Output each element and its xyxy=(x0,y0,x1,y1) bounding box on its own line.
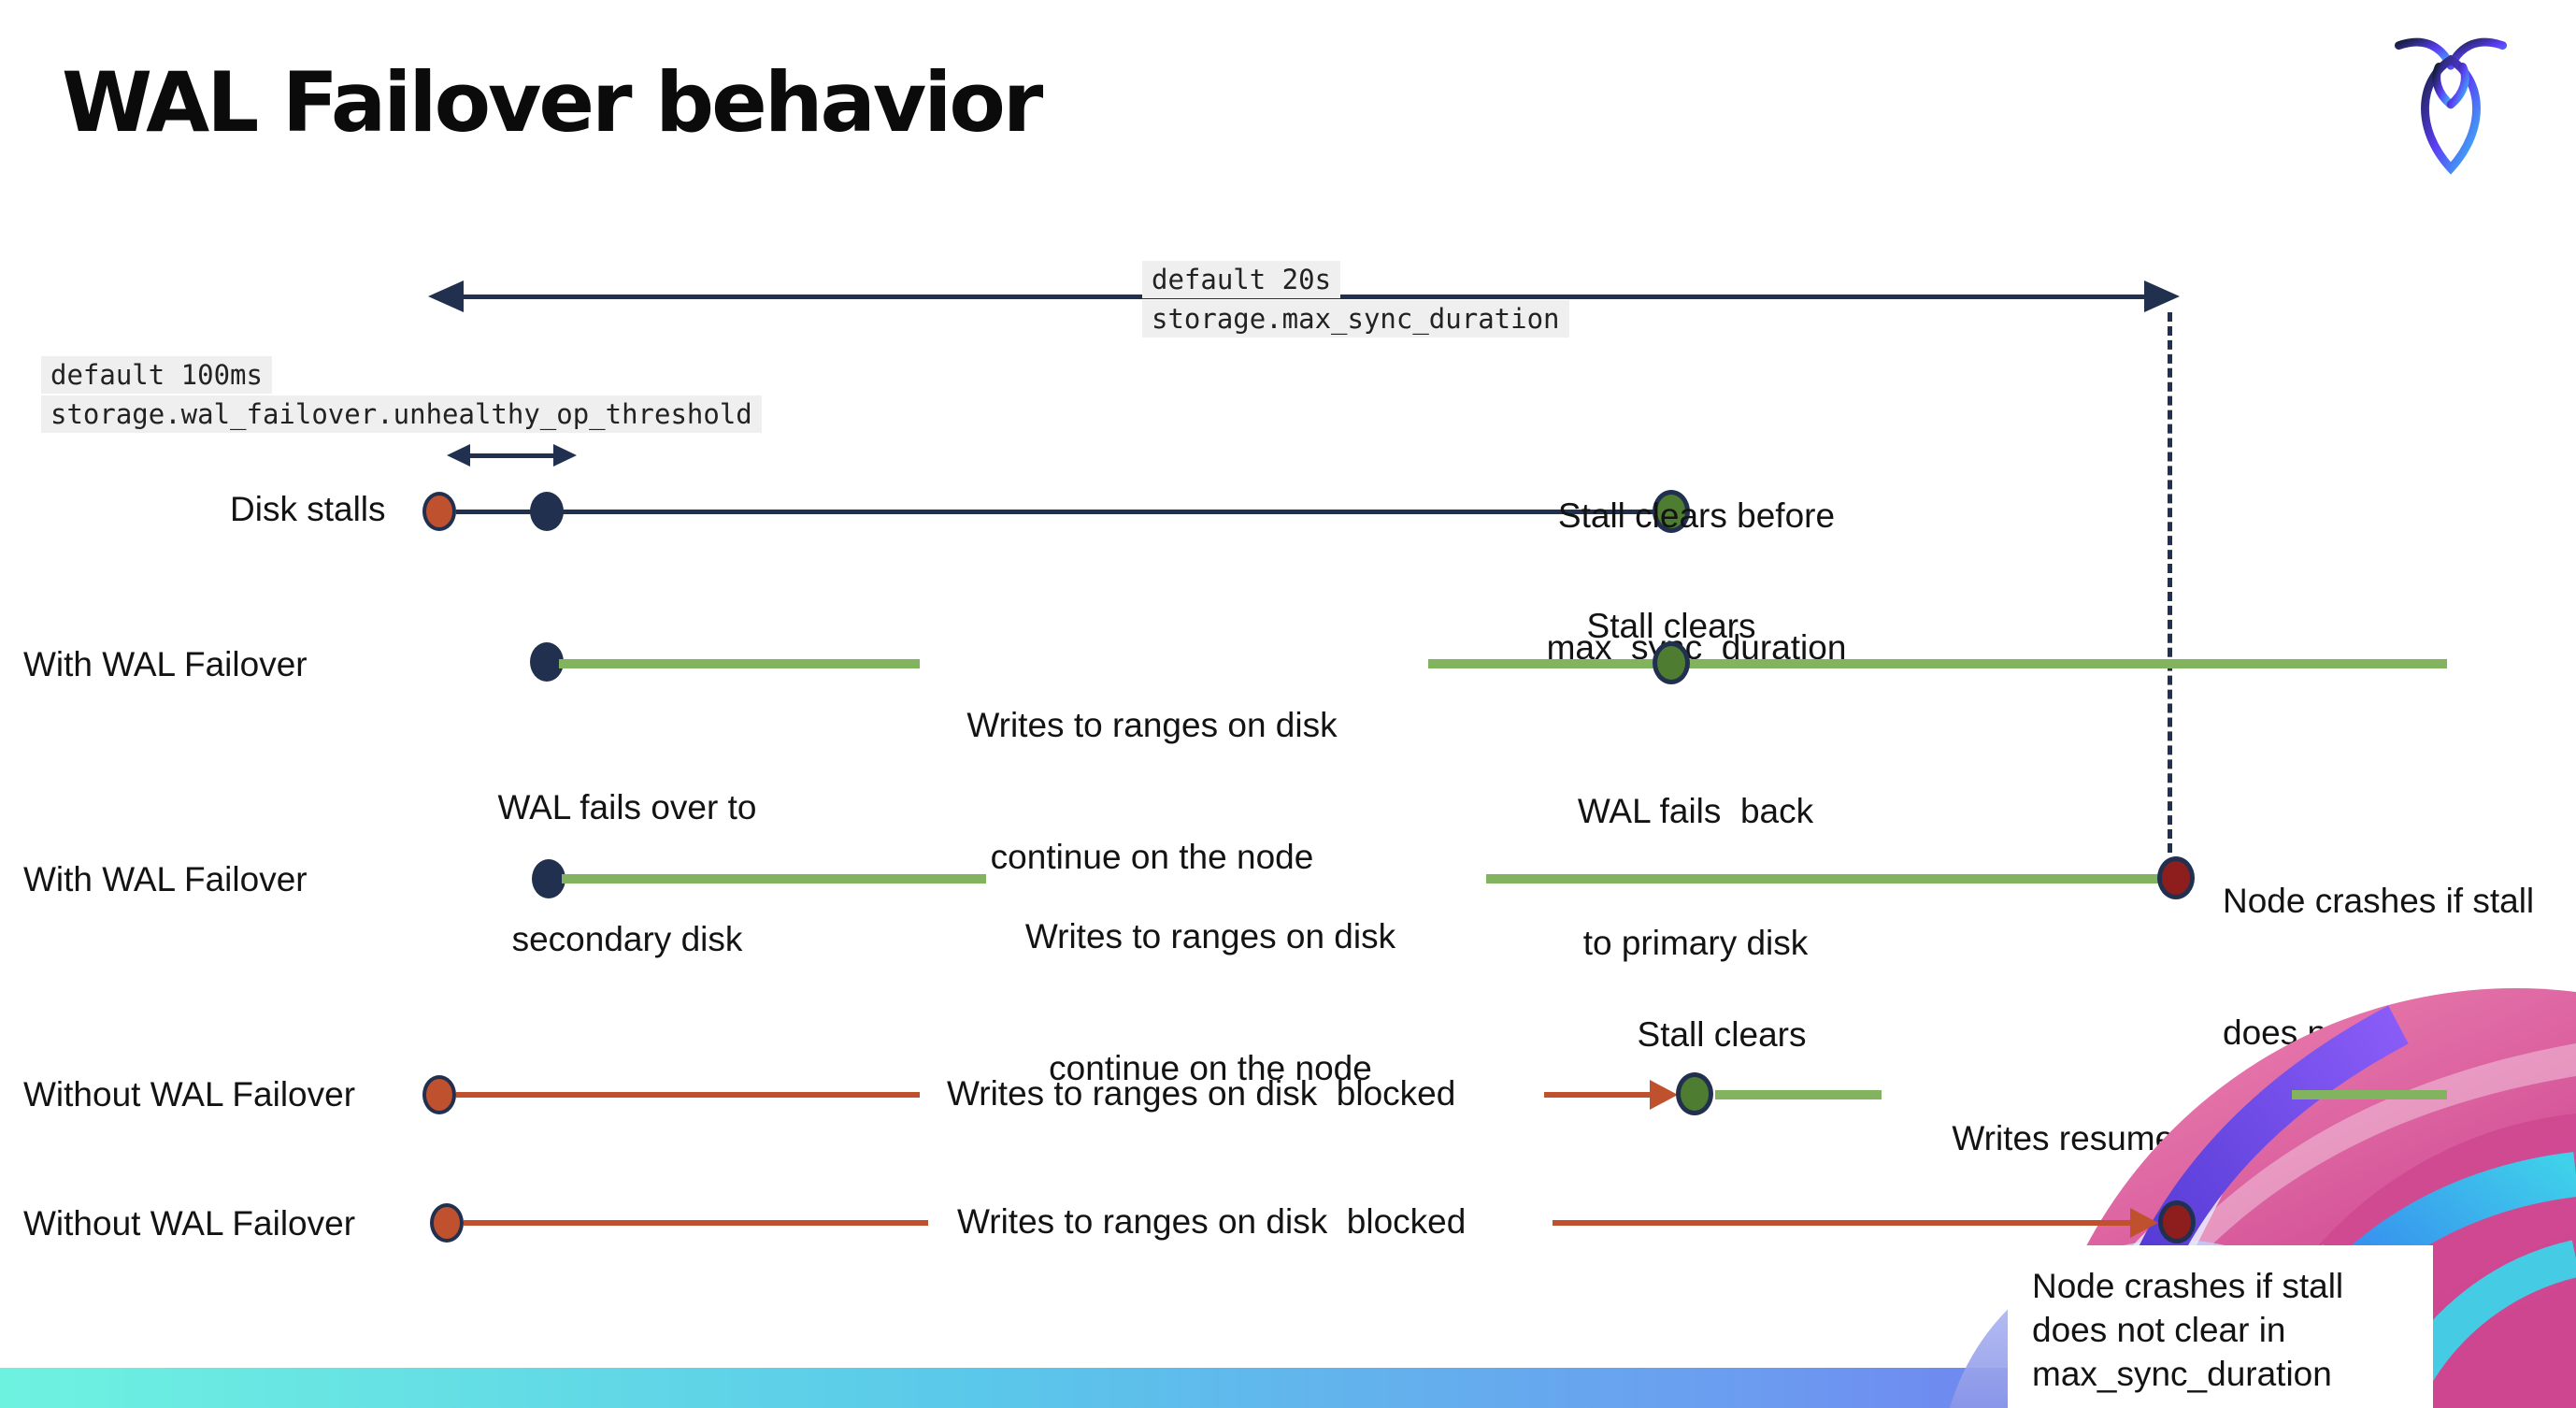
disk-stall-timeline xyxy=(456,510,1671,514)
row-label-without-wal-failover: Without WAL Failover xyxy=(23,1204,356,1243)
writes-blocked-line xyxy=(1544,1092,1658,1098)
writes-blocked-note: Writes to ranges on disk blocked xyxy=(947,1074,1456,1113)
writes-resume-line xyxy=(2292,1090,2447,1099)
arrowhead-right-icon xyxy=(2144,280,2180,312)
row-label-without-wal-failover: Without WAL Failover xyxy=(23,1075,356,1113)
max-sync-default-label: default 20s xyxy=(1142,261,1341,298)
unhealthy-op-setting-label: storage.wal_failover.unhealthy_op_thresh… xyxy=(41,395,762,433)
stall-start-dot xyxy=(430,1203,464,1243)
arrowhead-right-icon xyxy=(2130,1208,2158,1238)
node-crash-dot xyxy=(2158,1200,2196,1243)
writes-blocked-note: Writes to ranges on disk blocked xyxy=(957,1202,1467,1241)
code-label: default 100ms xyxy=(41,356,272,394)
arrowhead-right-icon xyxy=(553,444,577,467)
stall-clear-dot xyxy=(1653,490,1690,533)
row-label-disk-stalls: Disk stalls xyxy=(230,490,386,528)
writes-blocked-line xyxy=(456,1092,920,1098)
stall-start-dot xyxy=(422,492,456,531)
max-sync-deadline-dashed-line xyxy=(2168,312,2172,853)
stall-start-dot xyxy=(422,1075,456,1114)
writes-continue-line xyxy=(1428,659,2447,668)
row-label-with-wal-failover: With WAL Failover xyxy=(23,860,308,898)
max-sync-setting-label: storage.max_sync_duration xyxy=(1142,300,1569,338)
failover-secondary-note: WAL fails over to secondary disk xyxy=(497,788,757,958)
arrowhead-left-icon xyxy=(428,280,464,312)
stall-clear-dot xyxy=(1653,641,1690,684)
writes-continue-line xyxy=(562,874,986,884)
writes-blocked-line xyxy=(464,1220,928,1226)
failover-dot xyxy=(530,642,564,682)
unhealthy-op-default-label: default 100ms xyxy=(41,356,272,394)
stall-clear-dot xyxy=(1676,1072,1713,1115)
writes-continue-note: Writes to ranges on disk continue on the… xyxy=(1024,917,1396,1087)
arrowhead-right-icon xyxy=(1650,1080,1678,1110)
failback-primary-note: WAL fails back to primary disk xyxy=(1577,792,1814,962)
arrowhead-left-icon xyxy=(447,444,470,467)
code-label: storage.max_sync_duration xyxy=(1142,300,1569,338)
code-label: default 20s xyxy=(1142,261,1341,298)
cockroachdb-logo-icon xyxy=(2394,37,2508,175)
writes-blocked-line xyxy=(1553,1220,2134,1226)
threshold-span-line xyxy=(467,453,555,458)
threshold-dot xyxy=(530,492,564,531)
writes-continue-note: Writes to ranges on disk continue on the… xyxy=(966,706,1338,876)
code-label: storage.wal_failover.unhealthy_op_thresh… xyxy=(41,395,762,433)
stall-clears-note: Stall clears xyxy=(1637,1015,1807,1054)
writes-continue-line xyxy=(559,659,920,668)
writes-resume-line xyxy=(1715,1090,1882,1099)
row-label-with-wal-failover: With WAL Failover xyxy=(23,645,308,683)
node-crash-dot xyxy=(2157,856,2195,899)
node-crash-callout: Node crashes if stall does not clear in … xyxy=(2008,1245,2433,1408)
stall-clears-note: Stall clears xyxy=(1586,607,1756,645)
writes-continue-line xyxy=(1486,874,2161,884)
failover-dot xyxy=(532,859,565,898)
page-title: WAL Failover behavior xyxy=(62,54,1043,151)
